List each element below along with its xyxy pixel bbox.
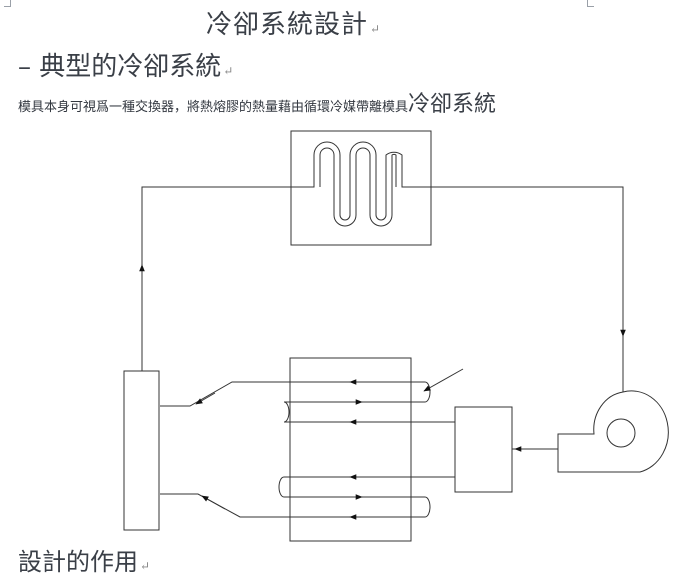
return-pipe — [141, 186, 291, 371]
page-corner-mark — [587, 0, 594, 7]
pump-impeller — [606, 418, 636, 448]
mold-block — [289, 357, 412, 542]
page-subtitle: – 典型的冷卻系統↵ — [18, 52, 234, 82]
paragraph-mark-icon: ↵ — [370, 22, 382, 36]
flow-arrow-diag — [195, 392, 216, 405]
page-title: 冷卻系統設計↵ — [206, 10, 382, 40]
heat-exchanger-box — [290, 130, 432, 246]
cooling-channel — [160, 381, 425, 407]
supply-pipe — [431, 186, 624, 392]
collector-unit — [123, 370, 160, 531]
page-corner-mark — [4, 0, 11, 7]
flow-arrow-diag — [201, 495, 226, 510]
serpentine-tube-inner — [319, 147, 397, 227]
section-heading: 設計的作用↵ — [18, 548, 151, 576]
body-text: 模具本身可視爲一種交換器，將熱熔膠的熱量藉由循環冷媒帶離模具 — [18, 100, 409, 115]
pump-housing — [557, 390, 669, 473]
inlet-arrow — [423, 368, 464, 392]
body-paragraph: 模具本身可視爲一種交換器，將熱熔膠的熱量藉由循環冷媒帶離模具冷卻系統 — [18, 86, 496, 118]
paragraph-mark-icon: ↵ — [223, 64, 234, 78]
body-text-emphasis: 冷卻系統 — [408, 92, 497, 117]
control-unit — [454, 406, 513, 493]
cooling-channel-loop — [160, 476, 431, 518]
paragraph-mark-icon: ↵ — [140, 559, 151, 573]
serpentine-tube — [291, 141, 431, 221]
